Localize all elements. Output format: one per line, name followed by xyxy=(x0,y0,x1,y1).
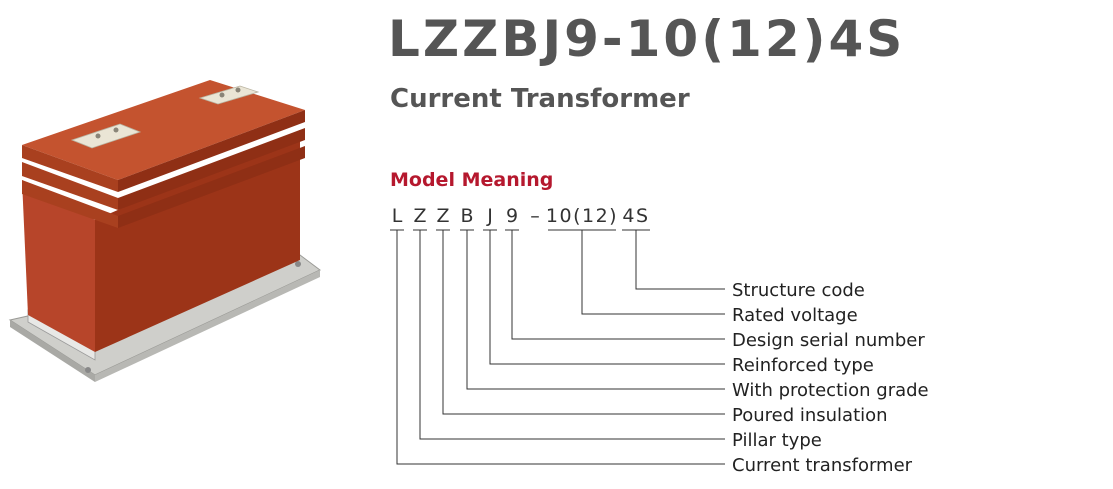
code-char-b: B xyxy=(460,205,473,227)
connector-protection-grade xyxy=(466,230,725,390)
product-image xyxy=(8,80,321,382)
primary-terminal-p1 xyxy=(70,123,142,149)
meaning-design-serial-number: Design serial number xyxy=(732,330,925,351)
meaning-pillar-type: Pillar type xyxy=(732,430,822,451)
code-char-l: L xyxy=(392,205,403,227)
connector-current-transformer xyxy=(396,230,725,465)
connector-pillar-type xyxy=(419,230,725,440)
code-structure: 4S xyxy=(622,205,649,227)
code-char-j: J xyxy=(486,205,493,227)
transformer-body xyxy=(95,130,300,352)
code-char-9: 9 xyxy=(506,205,518,227)
code-char-z2: Z xyxy=(436,205,449,227)
meaning-protection-grade: With protection grade xyxy=(732,380,929,401)
connector-poured-insulation xyxy=(442,230,725,415)
connector-design-serial xyxy=(511,230,725,340)
code-char-z1: Z xyxy=(413,205,426,227)
meaning-poured-insulation: Poured insulation xyxy=(732,405,888,426)
connector-structure-code xyxy=(635,230,725,290)
meaning-rated-voltage: Rated voltage xyxy=(732,305,858,326)
meaning-current-transformer: Current transformer xyxy=(732,455,913,476)
connector-rated-voltage xyxy=(581,230,725,315)
product-title: LZZBJ9-10(12)4S xyxy=(388,10,906,68)
product-subtitle: Current Transformer xyxy=(390,84,690,114)
connector-reinforced xyxy=(489,230,725,365)
primary-terminal-p2 xyxy=(198,85,260,105)
code-voltage: 10(12) xyxy=(546,205,618,227)
meaning-reinforced-type: Reinforced type xyxy=(732,355,874,376)
meaning-structure-code: Structure code xyxy=(732,280,865,301)
code-dash: – xyxy=(530,205,540,227)
model-meaning-heading: Model Meaning xyxy=(390,169,554,191)
